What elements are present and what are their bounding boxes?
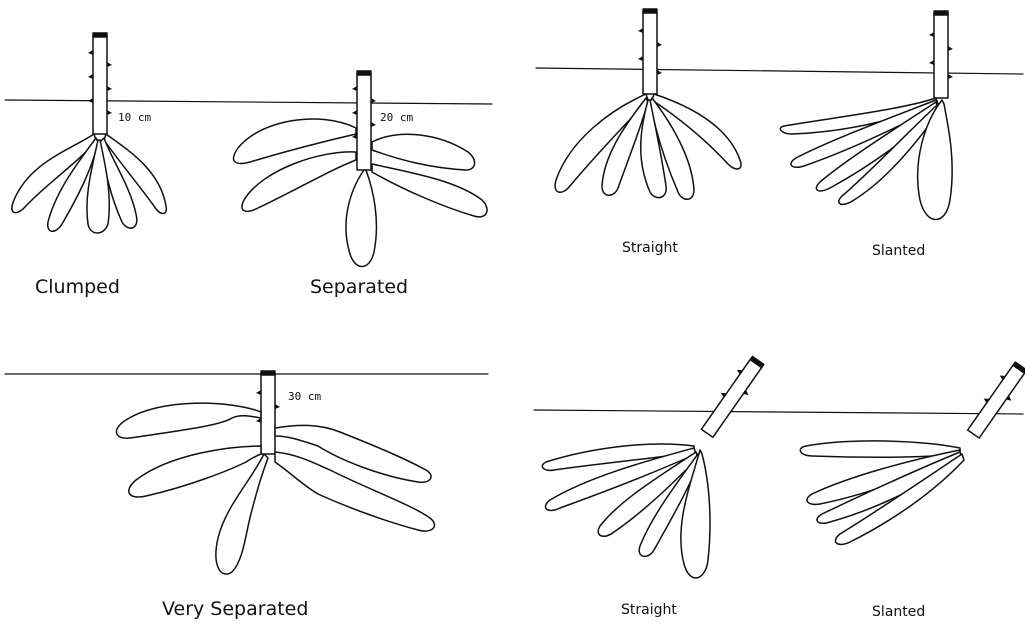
soil-line bbox=[536, 68, 1023, 74]
caption-upright-straight: Straight bbox=[622, 240, 678, 256]
soil-line bbox=[534, 410, 1023, 414]
stem bbox=[93, 36, 107, 134]
tubers bbox=[12, 134, 166, 233]
tubers bbox=[800, 441, 964, 545]
stem bbox=[934, 14, 948, 98]
caption-tilted-slanted: Slanted bbox=[872, 604, 925, 620]
caption-tilted-straight: Straight bbox=[621, 602, 677, 618]
tilted-slanted-plant bbox=[800, 359, 1025, 544]
stem bbox=[643, 12, 657, 94]
separated-plant: 20 cm bbox=[234, 71, 488, 267]
very-separated-plant: 30 cm bbox=[5, 371, 488, 574]
stem bbox=[964, 359, 1025, 441]
upright-slanted-plant bbox=[780, 11, 953, 220]
caption-upright-slanted: Slanted bbox=[872, 243, 925, 259]
tubers bbox=[555, 94, 741, 199]
stem-cap bbox=[93, 33, 107, 37]
distance-label: 10 cm bbox=[118, 111, 151, 124]
stem-cap bbox=[357, 71, 371, 75]
stem bbox=[697, 354, 768, 441]
tubers bbox=[780, 98, 952, 220]
caption-separated: Separated bbox=[310, 276, 408, 298]
stem bbox=[357, 74, 371, 170]
tubers bbox=[542, 444, 710, 578]
caption-clumped: Clumped bbox=[35, 276, 120, 298]
stem-cap bbox=[643, 9, 657, 13]
stem-cap bbox=[261, 371, 275, 375]
caption-very-separated: Very Separated bbox=[162, 598, 308, 620]
distance-label: 30 cm bbox=[288, 390, 321, 403]
tubers bbox=[116, 403, 434, 574]
distance-label: 20 cm bbox=[380, 111, 413, 124]
soil-line bbox=[5, 100, 492, 104]
stem-cap bbox=[934, 11, 948, 15]
stem bbox=[261, 374, 275, 454]
